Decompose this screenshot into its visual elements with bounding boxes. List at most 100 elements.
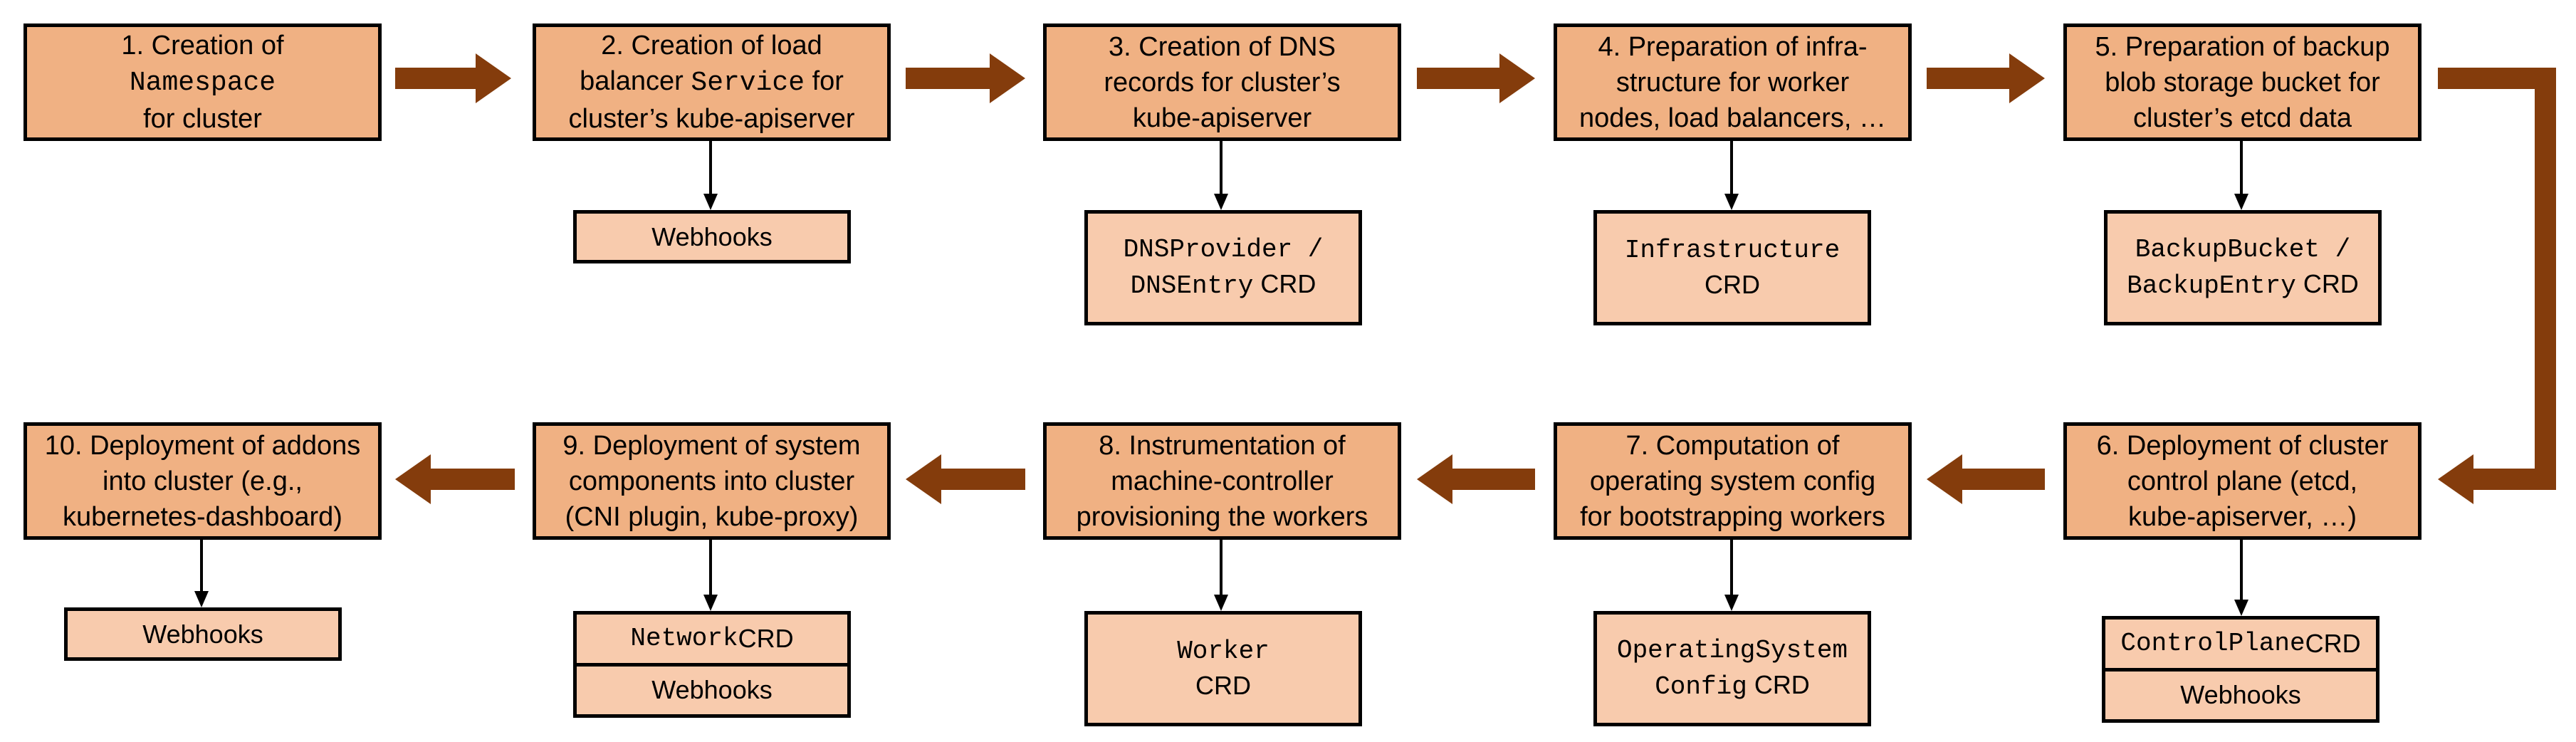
step-3-dns-crd-box: DNSProvider / DNSEntry CRD	[1084, 210, 1362, 325]
flow-arrow-9-10	[395, 454, 515, 504]
step-2-text: cluster’s kube-apiserver	[568, 104, 855, 134]
step-9-text: 9. Deployment of system	[562, 430, 861, 461]
step-9-text: (CNI plugin, kube-proxy)	[565, 501, 859, 532]
crd-label: CRD	[2295, 268, 2359, 298]
step-2-text: balancer	[580, 66, 691, 96]
step-2-code-term: Service	[691, 68, 805, 98]
step-8-worker-crd-box: Worker CRD	[1084, 611, 1362, 726]
step-5-backup-crd-box: BackupBucket / BackupEntry CRD	[2104, 210, 2382, 325]
step-8-line-2: machine-controller	[1077, 464, 1368, 499]
step-4-text: structure for worker	[1616, 67, 1850, 98]
step-5-line-2: blob storage bucket for	[2095, 65, 2389, 100]
webhooks-cell: Webhooks	[2105, 667, 2376, 720]
step-1-line-3: for cluster	[121, 101, 283, 137]
step-10-webhooks-box: Webhooks	[64, 607, 342, 661]
webhooks-label: Webhooks	[651, 221, 773, 251]
step-3-line-1: 3. Creation of DNS	[1104, 29, 1340, 65]
step-2-line-1: 2. Creation of load	[569, 28, 855, 63]
step-10-line-1: 10. Deployment of addons	[45, 428, 361, 464]
step-3-text: kube-apiserver	[1132, 103, 1312, 133]
step-4-line-3: nodes, load balancers, …	[1579, 100, 1886, 136]
step-5-line-1: 5. Preparation of backup	[2095, 29, 2389, 65]
backupbucket-label: BackupBucket /	[2135, 234, 2351, 264]
webhooks-cell: Webhooks	[577, 662, 847, 715]
step-7-box: 7. Computation of operating system config…	[1554, 422, 1912, 540]
step-7-osc-crd-box: OperatingSystem Config CRD	[1593, 611, 1871, 726]
step-10-line-3: kubernetes-dashboard)	[45, 499, 361, 535]
step-5-text: cluster’s etcd data	[2133, 103, 2352, 133]
crd-label: CRD	[2305, 628, 2361, 658]
step-8-text: 8. Instrumentation of	[1099, 430, 1346, 461]
crd-label: CRD	[1253, 268, 1316, 298]
worker-label: Worker	[1177, 637, 1269, 666]
step-8-box: 8. Instrumentation of machine-controller p…	[1043, 422, 1401, 540]
flow-arrow-7-8	[1417, 454, 1535, 504]
step-2-line-2: balancer Service for	[569, 63, 855, 101]
step-9-line-1: 9. Deployment of system	[562, 428, 860, 464]
step-3-text: 3. Creation of DNS	[1109, 31, 1336, 62]
step-3-text: records for cluster’s	[1104, 67, 1341, 98]
step-2-webhooks-box: Webhooks	[573, 210, 851, 263]
step-4-line-1: 4. Preparation of infra-	[1579, 29, 1886, 65]
config-label: Config	[1655, 672, 1747, 701]
step-5-line-3: cluster’s etcd data	[2095, 100, 2389, 136]
step-4-infrastructure-crd-box: Infrastructure CRD	[1593, 210, 1871, 325]
step-1-code-term: Namespace	[129, 68, 276, 98]
step-7-text: 7. Computation of	[1625, 430, 1840, 461]
step-1-text: for cluster	[143, 104, 262, 134]
controlplane-crd-cell: ControlPlane CRD	[2105, 620, 2376, 668]
step-10-box: 10. Deployment of addons into cluster (e.…	[23, 422, 382, 540]
step-8-text: provisioning the workers	[1076, 501, 1368, 532]
step-8-text: machine-controller	[1111, 466, 1334, 496]
step-10-line-2: into cluster (e.g.,	[45, 464, 361, 499]
step-7-text: operating system config	[1589, 466, 1876, 496]
flow-arrow-2-3	[906, 53, 1025, 103]
operatingsystem-label: OperatingSystem	[1616, 635, 1848, 665]
infrastructure-label: Infrastructure	[1624, 236, 1841, 265]
step-6-text: control plane (etcd,	[2127, 466, 2358, 496]
dnsprovider-label: DNSProvider /	[1123, 234, 1324, 264]
step-8-line-1: 8. Instrumentation of	[1077, 428, 1368, 464]
crd-label: CRD	[738, 623, 794, 653]
flow-arrow-5-6	[2438, 68, 2556, 504]
step-6-text: kube-apiserver, …)	[2127, 501, 2357, 532]
dnsentry-label: DNSEntry	[1130, 271, 1254, 301]
step-7-text: for bootstrapping workers	[1580, 501, 1885, 532]
crd-label: CRD	[1747, 669, 1810, 699]
crd-label: CRD	[1195, 671, 1251, 700]
step-4-box: 4. Preparation of infra-structure for wo…	[1554, 23, 1912, 141]
step-1-line-2: Namespace	[121, 63, 283, 101]
step-8-line-3: provisioning the workers	[1077, 499, 1368, 535]
step-1-line-1: 1. Creation of	[121, 28, 283, 63]
step-5-text: blob storage bucket for	[2105, 67, 2380, 98]
step-7-line-1: 7. Computation of	[1580, 428, 1885, 464]
step-2-text: for	[805, 66, 844, 96]
step-6-line-2: control plane (etcd,	[2097, 464, 2389, 499]
network-label: Network	[630, 623, 738, 653]
step-3-line-3: kube-apiserver	[1104, 100, 1340, 136]
webhooks-label: Webhooks	[142, 619, 263, 649]
step-3-box: 3. Creation of DNS records for cluster’s k…	[1043, 23, 1401, 141]
crd-label: CRD	[1704, 270, 1760, 299]
step-6-resources-box: ControlPlane CRD Webhooks	[2102, 616, 2379, 723]
flow-arrow-1-2	[395, 53, 511, 103]
step-9-line-2: components into cluster	[562, 464, 860, 499]
step-2-line-3: cluster’s kube-apiserver	[569, 101, 855, 137]
controlplane-label: ControlPlane	[2120, 628, 2305, 658]
resource-connectors	[194, 140, 2248, 616]
backupentry-label: BackupEntry	[2127, 271, 2296, 301]
network-crd-cell: Network CRD	[577, 615, 847, 663]
step-4-text: nodes, load balancers, …	[1579, 103, 1886, 133]
webhooks-label: Webhooks	[2180, 680, 2301, 710]
step-10-text: into cluster (e.g.,	[103, 466, 303, 496]
step-4-line-2: structure for worker	[1579, 65, 1886, 100]
webhooks-label: Webhooks	[651, 675, 773, 705]
step-10-text: 10. Deployment of addons	[44, 430, 361, 461]
step-9-resources-box: Network CRD Webhooks	[573, 611, 851, 718]
